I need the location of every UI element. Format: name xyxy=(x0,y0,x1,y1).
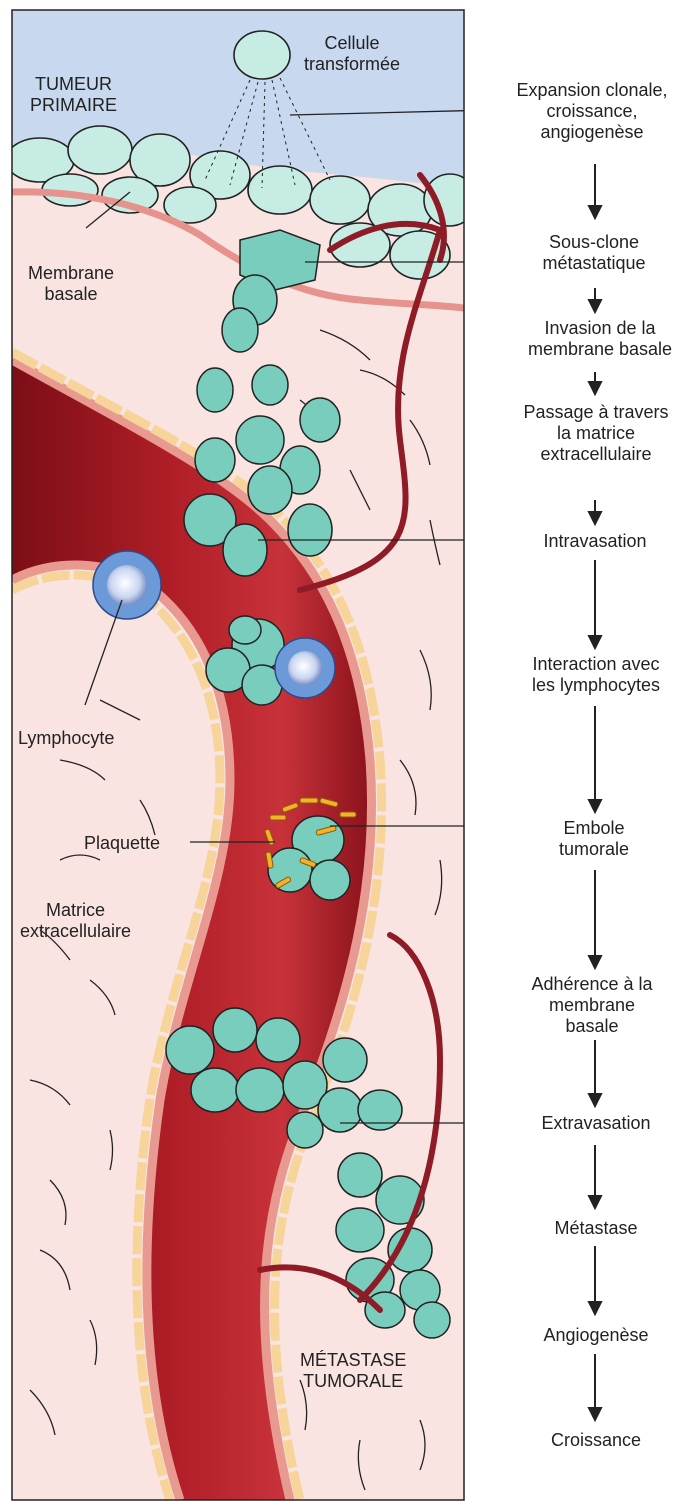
label-lymphocyte: Lymphocyte xyxy=(18,728,114,749)
step-line: Croissance xyxy=(551,1430,641,1451)
step-line: tumorale xyxy=(559,839,629,860)
step-line: croissance, xyxy=(516,101,667,122)
label-line: PRIMAIRE xyxy=(30,95,117,116)
label-metastase-tumorale: MÉTASTASE TUMORALE xyxy=(300,1350,406,1392)
step-line: Angiogenèse xyxy=(543,1325,648,1346)
label-cellule-transformee: Cellule transformée xyxy=(304,33,400,75)
step-croissance: Croissance xyxy=(551,1430,641,1451)
step-line: Interaction avec xyxy=(532,654,660,675)
step-line: Extravasation xyxy=(541,1113,650,1134)
step-sous-clone: Sous-clonemétastatique xyxy=(542,232,645,274)
step-line: la matrice xyxy=(523,423,668,444)
step-angiogenese: Angiogenèse xyxy=(543,1325,648,1346)
label-line: TUMORALE xyxy=(300,1371,406,1392)
label-line: Matrice xyxy=(20,900,131,921)
label-line: TUMEUR xyxy=(30,74,117,95)
step-invasion-membrane: Invasion de lamembrane basale xyxy=(528,318,672,360)
label-line: extracellulaire xyxy=(20,921,131,942)
step-line: basale xyxy=(531,1016,652,1037)
label-line: Cellule xyxy=(304,33,400,54)
step-line: Passage à travers xyxy=(523,402,668,423)
label-tumeur-primaire: TUMEUR PRIMAIRE xyxy=(30,74,117,116)
label-plaquette: Plaquette xyxy=(84,833,160,854)
label-line: Membrane xyxy=(28,263,114,284)
step-line: angiogenèse xyxy=(516,122,667,143)
label-matrice-extracellulaire: Matrice extracellulaire xyxy=(20,900,131,942)
step-line: extracellulaire xyxy=(523,444,668,465)
step-intravasation: Intravasation xyxy=(543,531,646,552)
step-line: membrane basale xyxy=(528,339,672,360)
step-extravasation: Extravasation xyxy=(541,1113,650,1134)
step-interaction-lymphocytes: Interaction avecles lymphocytes xyxy=(532,654,660,696)
label-line: transformée xyxy=(304,54,400,75)
step-line: Expansion clonale, xyxy=(516,80,667,101)
step-line: Sous-clone xyxy=(542,232,645,253)
step-expansion-clonale: Expansion clonale,croissance,angiogenèse xyxy=(516,80,667,143)
step-passage-matrice: Passage à traversla matriceextracellulai… xyxy=(523,402,668,465)
step-line: membrane xyxy=(531,995,652,1016)
label-line: basale xyxy=(28,284,114,305)
step-embole-tumorale: Emboletumorale xyxy=(559,818,629,860)
step-line: Invasion de la xyxy=(528,318,672,339)
step-line: métastatique xyxy=(542,253,645,274)
step-line: Embole xyxy=(559,818,629,839)
step-adherence-membrane: Adhérence à lamembranebasale xyxy=(531,974,652,1037)
step-line: Métastase xyxy=(554,1218,637,1239)
illustration-panel xyxy=(6,10,512,1500)
label-line: MÉTASTASE xyxy=(300,1350,406,1371)
step-line: les lymphocytes xyxy=(532,675,660,696)
label-membrane-basale: Membrane basale xyxy=(28,263,114,305)
transformed-cell xyxy=(234,31,290,79)
step-line: Adhérence à la xyxy=(531,974,652,995)
step-metastase: Métastase xyxy=(554,1218,637,1239)
step-line: Intravasation xyxy=(543,531,646,552)
